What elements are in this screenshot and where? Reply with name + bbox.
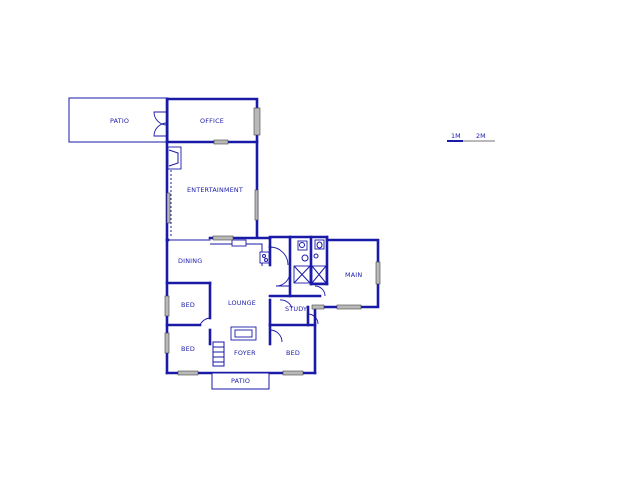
room-label-dining: DINING	[178, 257, 202, 265]
foyer-steps	[212, 341, 225, 367]
interior-doors	[199, 246, 326, 343]
room-label-entertainment: ENTERTAINMENT	[187, 186, 243, 194]
scale-label-2m: 2M	[476, 132, 486, 140]
room-label-main: MAIN	[345, 271, 362, 279]
office-window-bottom	[213, 139, 229, 145]
room-label-foyer: FOYER	[234, 349, 256, 357]
room-label-lounge: LOUNGE	[228, 299, 256, 307]
top-patio-area	[68, 97, 169, 143]
fireplace-icon	[167, 146, 182, 170]
room-label-bed-upper: BED	[181, 301, 195, 309]
room-label-study: STUDY	[285, 305, 307, 313]
lounge-table-inner	[234, 329, 253, 338]
scale-segment-dark	[447, 140, 463, 142]
room-label-patio-top: PATIO	[110, 117, 129, 125]
room-label-bed-right: BED	[286, 349, 300, 357]
house-windows	[164, 235, 381, 376]
scale-segment-light	[463, 140, 495, 142]
room-label-patio-bottom: PATIO	[231, 377, 250, 385]
kitchen-counter	[210, 239, 270, 266]
room-label-bed-lower: BED	[181, 345, 195, 353]
room-label-office: OFFICE	[200, 117, 224, 125]
scale-label-1m: 1M	[451, 132, 461, 140]
entertainment-window-left	[166, 192, 171, 224]
entertainment-window-right	[254, 189, 259, 221]
house-interior-walls	[165, 235, 329, 346]
bathroom-fixtures	[293, 239, 327, 284]
scale-bar: 1M 2M	[447, 132, 495, 142]
entertainment-walls	[165, 140, 259, 242]
patio-double-door	[153, 111, 168, 137]
office-window	[253, 107, 261, 136]
